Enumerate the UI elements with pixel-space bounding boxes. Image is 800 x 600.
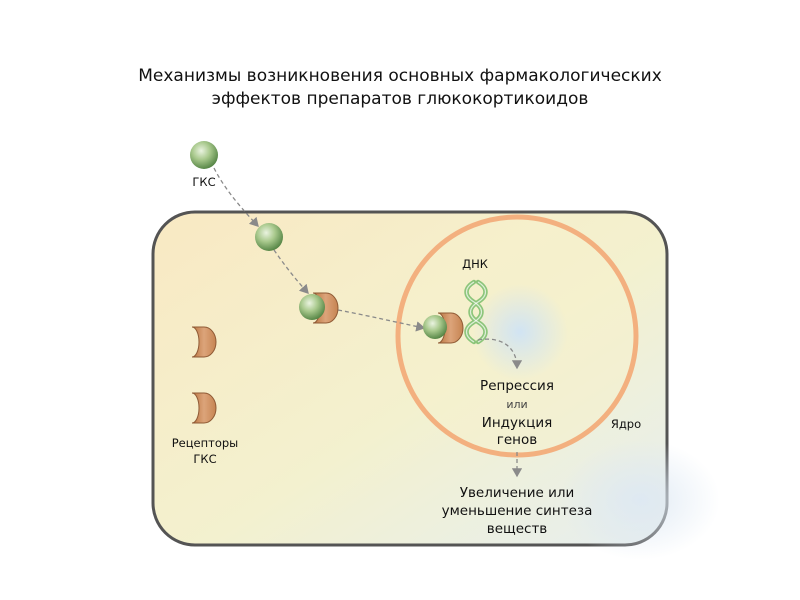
gks-receptor-complex-nucleus (423, 312, 464, 344)
receptors-label-line-1: Рецепторы (171, 436, 239, 450)
receptors-label-line-2: ГКС (193, 452, 217, 466)
repression-label: Репрессия (480, 378, 554, 394)
gks-molecule-outside (190, 141, 218, 169)
induction-label: Индукция (481, 415, 553, 431)
or-label: или (506, 398, 528, 411)
dna-helix-outline (465, 281, 487, 343)
effect-label-line-3: веществ (486, 521, 548, 537)
effect-label-line-2: уменьшение синтеза (441, 503, 593, 519)
arrow-gks-enter (213, 167, 259, 227)
arrow-complex-to-nucleus (337, 309, 426, 332)
arrow-gks-to-receptor (273, 249, 309, 294)
gks-molecule-inside (255, 223, 283, 251)
diagram-title-line-1: Механизмы возникновения основных фармако… (138, 66, 662, 86)
nucleus-glow (472, 284, 568, 380)
gks-label: ГКС (192, 175, 216, 189)
arrow-dna-to-genes (477, 338, 523, 370)
receptor-1 (191, 326, 217, 358)
effect-label-line-1: Увеличение или (459, 485, 575, 501)
diagram-title-line-2: эффектов препаратов глюкокортикоидов (211, 89, 589, 109)
receptor-2 (191, 392, 217, 424)
cell-corner-tint (560, 440, 720, 560)
gks-receptor-complex-cytoplasm (299, 292, 339, 324)
nucleus-label: Ядро (610, 417, 642, 431)
dna-label: ДНК (462, 257, 488, 271)
genes-label: генов (496, 432, 538, 448)
